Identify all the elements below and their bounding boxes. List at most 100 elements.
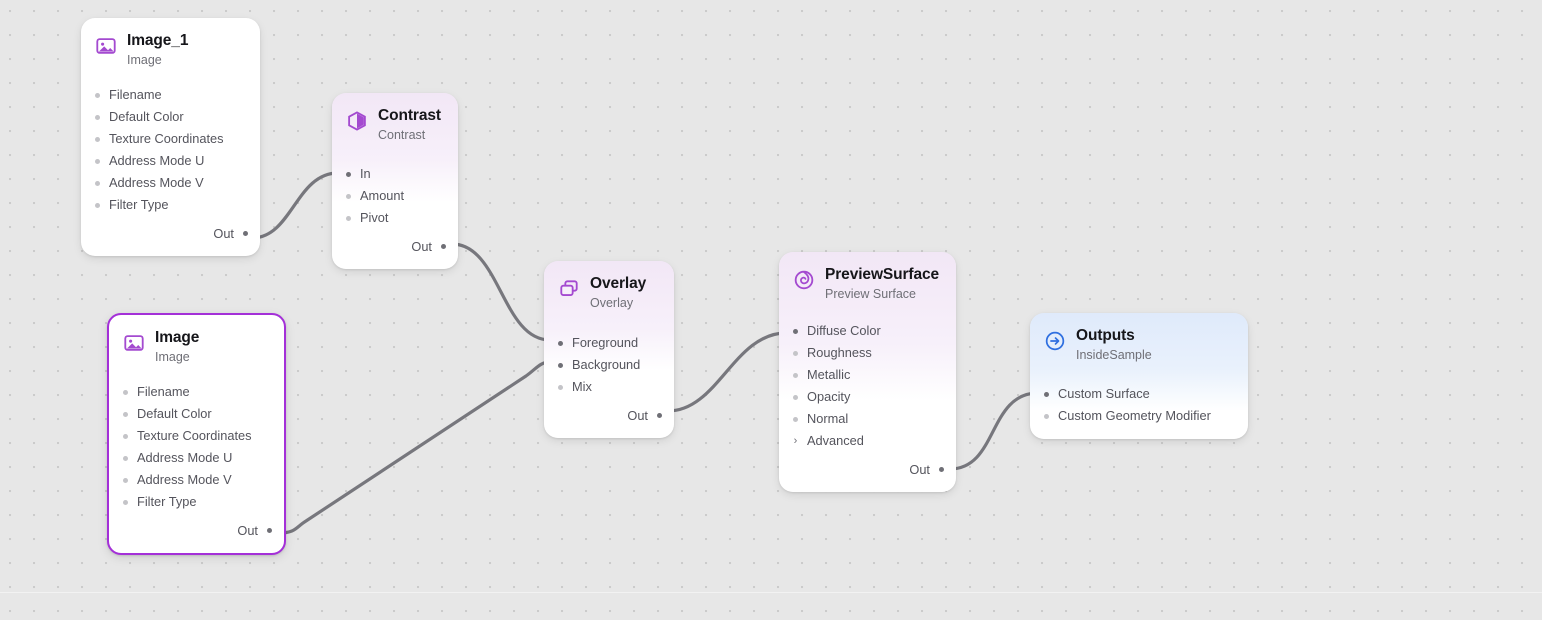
port-dot[interactable] [95, 114, 100, 120]
output-port-out[interactable]: Out [332, 233, 458, 259]
node-title-block: Outputs InsideSample [1076, 327, 1152, 363]
port-label: Pivot [360, 210, 389, 225]
port-dot[interactable] [95, 92, 100, 98]
port-dot[interactable] [123, 411, 128, 417]
input-port-custom-surface[interactable]: Custom Surface [1030, 383, 1248, 405]
input-port-metallic[interactable]: Metallic [779, 364, 956, 386]
input-port-roughness[interactable]: Roughness [779, 342, 956, 364]
node-bottom-padding [1030, 427, 1248, 439]
port-dot[interactable] [95, 136, 100, 142]
port-label: Filter Type [137, 494, 197, 509]
port-dot[interactable] [95, 202, 100, 208]
output-port-out[interactable]: Out [109, 517, 284, 543]
input-port-address-mode-v[interactable]: Address Mode V [109, 469, 284, 491]
output-port-label: Out [237, 522, 258, 538]
port-dot[interactable] [793, 372, 798, 378]
node-bottom-padding [332, 259, 458, 269]
input-port-address-mode-u[interactable]: Address Mode U [81, 150, 260, 172]
arrow-circle-right-icon [1045, 331, 1065, 351]
input-port-list: Filename Default Color Texture Coordinat… [81, 68, 260, 216]
port-label: Opacity [807, 389, 851, 404]
input-port-default-color[interactable]: Default Color [109, 403, 284, 425]
input-port-default-color[interactable]: Default Color [81, 106, 260, 128]
port-dot[interactable] [793, 394, 798, 400]
node-title-block: Image_1 Image [127, 32, 188, 68]
port-dot[interactable] [441, 243, 446, 249]
input-port-list: Custom Surface Custom Geometry Modifier [1030, 363, 1248, 427]
input-port-amount[interactable]: Amount [332, 185, 458, 207]
node-title-block: PreviewSurface Preview Surface [825, 266, 939, 302]
wire-overlay-to-previewsurface [666, 331, 788, 413]
node-overlay[interactable]: Overlay Overlay Foreground Background Mi… [544, 261, 674, 438]
port-dot[interactable] [346, 193, 351, 199]
port-label: Default Color [109, 109, 184, 124]
output-port-out[interactable]: Out [779, 456, 956, 482]
input-port-pivot[interactable]: Pivot [332, 207, 458, 229]
port-dot[interactable] [1044, 413, 1049, 419]
input-port-filter-type[interactable]: Filter Type [81, 194, 260, 216]
port-dot[interactable] [267, 527, 272, 533]
port-label: Texture Coordinates [109, 131, 224, 146]
port-dot[interactable] [346, 171, 351, 177]
port-dot[interactable] [123, 389, 128, 395]
port-dot[interactable] [558, 340, 563, 346]
input-port-texture-coordinates[interactable]: Texture Coordinates [81, 128, 260, 150]
port-dot[interactable] [1044, 391, 1049, 397]
input-port-texture-coordinates[interactable]: Texture Coordinates [109, 425, 284, 447]
port-label: Metallic [807, 367, 851, 382]
port-dot[interactable] [123, 477, 128, 483]
node-title: Image [155, 329, 200, 346]
input-port-foreground[interactable]: Foreground [544, 332, 674, 354]
output-port-out[interactable]: Out [81, 220, 260, 246]
port-label: Filter Type [109, 197, 169, 212]
port-dot[interactable] [793, 350, 798, 356]
port-dot[interactable] [793, 416, 798, 422]
port-dot[interactable] [657, 412, 662, 418]
input-port-mix[interactable]: Mix [544, 376, 674, 398]
node-image[interactable]: Image Image Filename Default Color Textu… [107, 313, 286, 555]
surface-sphere-icon [794, 270, 814, 290]
node-outputs[interactable]: Outputs InsideSample Custom Surface Cust… [1030, 313, 1248, 439]
input-port-filename[interactable]: Filename [81, 84, 260, 106]
input-port-diffuse-color[interactable]: Diffuse Color [779, 320, 956, 342]
node-header: Image Image [109, 315, 284, 365]
input-port-custom-geometry-modifier[interactable]: Custom Geometry Modifier [1030, 405, 1248, 427]
input-port-background[interactable]: Background [544, 354, 674, 376]
input-port-address-mode-v[interactable]: Address Mode V [81, 172, 260, 194]
port-dot[interactable] [123, 499, 128, 505]
port-dot[interactable] [243, 230, 248, 236]
node-contrast[interactable]: Contrast Contrast In Amount Pivot Out [332, 93, 458, 269]
node-subtitle: Image [155, 350, 190, 364]
input-port-address-mode-u[interactable]: Address Mode U [109, 447, 284, 469]
input-port-opacity[interactable]: Opacity [779, 386, 956, 408]
port-dot[interactable] [793, 328, 798, 334]
output-port-label: Out [909, 461, 930, 477]
image-icon [124, 335, 144, 351]
input-port-advanced-group[interactable]: › Advanced [779, 430, 956, 452]
input-port-normal[interactable]: Normal [779, 408, 956, 430]
node-bottom-padding [544, 428, 674, 438]
port-dot[interactable] [939, 466, 944, 472]
port-label: Filename [109, 87, 162, 102]
input-port-in[interactable]: In [332, 163, 458, 185]
node-preview-surface[interactable]: PreviewSurface Preview Surface Diffuse C… [779, 252, 956, 492]
input-port-filter-type[interactable]: Filter Type [109, 491, 284, 513]
port-dot[interactable] [558, 384, 563, 390]
output-port-out[interactable]: Out [544, 402, 674, 428]
port-dot[interactable] [558, 362, 563, 368]
port-dot[interactable] [95, 180, 100, 186]
port-label: Default Color [137, 406, 212, 421]
chevron-right-icon[interactable]: › [793, 434, 798, 447]
wire-image-to-overlay [277, 360, 552, 535]
port-dot[interactable] [123, 433, 128, 439]
input-port-filename[interactable]: Filename [109, 381, 284, 403]
port-dot[interactable] [123, 455, 128, 461]
port-dot[interactable] [346, 215, 351, 221]
input-port-list: In Amount Pivot [332, 143, 458, 229]
node-image-1[interactable]: Image_1 Image Filename Default Color Tex… [81, 18, 260, 256]
port-label: Roughness [807, 345, 872, 360]
port-label: Normal [807, 411, 849, 426]
port-dot[interactable] [95, 158, 100, 164]
node-subtitle: InsideSample [1076, 348, 1152, 362]
